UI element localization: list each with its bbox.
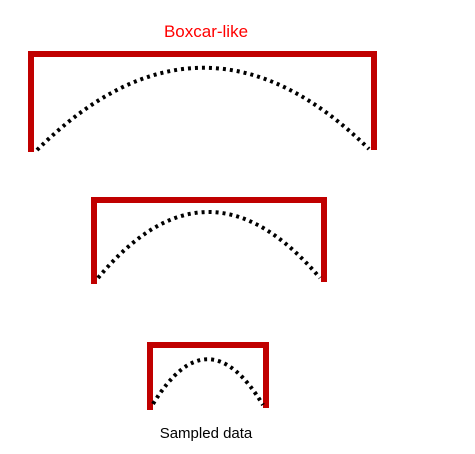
sampled-data-arc-medium — [96, 210, 322, 280]
sampled-data-arc-small — [151, 357, 265, 407]
sampled-data-caption: Sampled data — [159, 425, 253, 442]
boxcar-window-large — [28, 51, 377, 152]
boxcar-title: Boxcar-like — [163, 22, 249, 41]
boxcar-window-medium — [91, 197, 327, 284]
sampled-data-arc-large — [35, 65, 371, 152]
boxcar-window-small — [147, 342, 269, 410]
